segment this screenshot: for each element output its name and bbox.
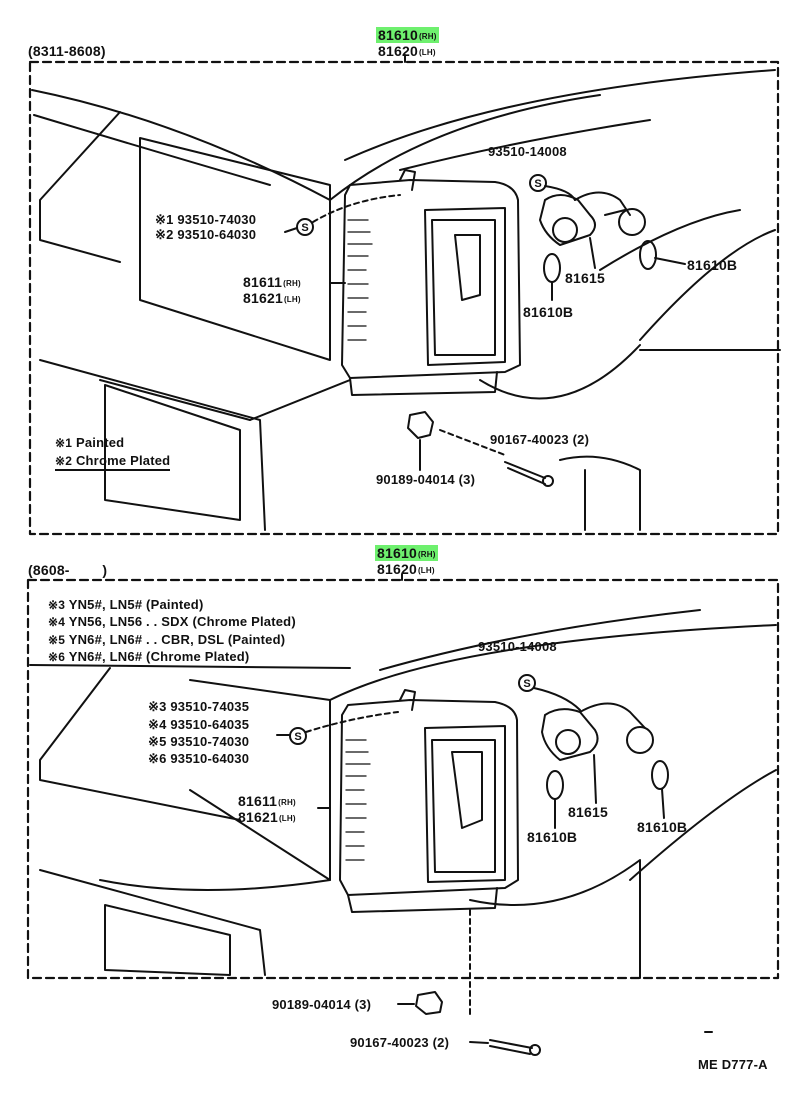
bottom-screw-alt3[interactable]: ※3 93510-74035 (148, 699, 250, 714)
bottom-lens-lh-suffix: (LH) (278, 814, 296, 823)
bottom-bulb-b-label[interactable]: 81610B (637, 819, 688, 835)
bottom-assembly-rh-suffix: (RH) (417, 550, 436, 559)
top-legend-1: ※1 Painted (55, 435, 125, 451)
bottom-bulb-a-label[interactable]: 81610B (527, 829, 578, 845)
top-date-range: (8311-8608) (28, 43, 106, 59)
top-screw-alt2[interactable]: ※2 93510-64030 (155, 227, 257, 242)
bottom-lens-rh-label[interactable]: 81611(RH) (238, 794, 296, 810)
bottom-screw-alt6[interactable]: ※6 93510-64030 (148, 751, 250, 766)
top-bulb-a-label[interactable]: 81610B (523, 304, 574, 320)
bottom-legend-5-text: YN6#, LN6# . . CBR, DSL (Painted) (68, 632, 286, 647)
top-bulb-b-label[interactable]: 81610B (687, 257, 738, 273)
bottom-legend-5: ※5 YN6#, LN6# . . CBR, DSL (Painted) (48, 632, 286, 648)
top-panel-frame (28, 60, 780, 536)
bottom-legend-4-mark: ※4 (48, 615, 66, 629)
bottom-panel-frame (26, 578, 780, 980)
bottom-lens-rh-suffix: (RH) (278, 798, 296, 807)
bottom-screw-alt5[interactable]: ※5 93510-74030 (148, 734, 250, 749)
bottom-screw-alt4[interactable]: ※4 93510-64035 (148, 717, 250, 732)
bottom-legend-6: ※6 YN6#, LN6# (Chrome Plated) (48, 649, 250, 665)
svg-text:S: S (523, 678, 530, 690)
bottom-lens-rh-number: 81611 (238, 793, 278, 809)
diagram-code: ME D777-A (698, 1057, 768, 1072)
top-screw-code[interactable]: 93510-14008 (488, 144, 567, 159)
bottom-date-range: (8608- ) (28, 562, 108, 578)
bottom-assembly-lh-label[interactable]: 81620(LH) (377, 562, 435, 578)
top-assembly-lh-label[interactable]: 81620(LH) (378, 44, 436, 60)
top-socket-label[interactable]: 81615 (565, 270, 605, 286)
top-assembly-rh-label[interactable]: 81610(RH) (376, 27, 439, 44)
top-legend-2: ※2 Chrome Plated (55, 453, 171, 471)
top-clip-label[interactable]: 90189-04014 (3) (376, 472, 476, 487)
top-legend-2-mark: ※2 (55, 454, 73, 468)
bottom-assembly-rh-label[interactable]: 81610(RH) (375, 545, 438, 562)
bottom-screw-code[interactable]: 93510-14008 (478, 639, 557, 654)
svg-text:S: S (301, 222, 308, 234)
bottom-assembly-lh-suffix: (LH) (417, 566, 435, 575)
top-lens-lh-suffix: (LH) (283, 295, 301, 304)
top-legend-2-text: Chrome Plated (75, 453, 171, 468)
top-assembly-rh-number: 81610 (378, 27, 418, 43)
top-screw-alt1[interactable]: ※1 93510-74030 (155, 212, 257, 227)
bottom-clip-label[interactable]: 90189-04014 (3) (272, 997, 372, 1012)
bottom-socket-label[interactable]: 81615 (568, 804, 608, 820)
top-assembly-lh-number: 81620 (378, 43, 418, 59)
bottom-assembly-lh-number: 81620 (377, 561, 417, 577)
top-bolt-label[interactable]: 90167-40023 (2) (490, 432, 590, 447)
bottom-legend-5-mark: ※5 (48, 633, 66, 647)
top-lens-rh-number: 81611 (243, 274, 283, 290)
top-legend-1-mark: ※1 (55, 436, 73, 450)
bottom-lens-lh-number: 81621 (238, 809, 278, 825)
top-lens-rh-suffix: (RH) (283, 279, 301, 288)
top-assembly-lh-suffix: (LH) (418, 48, 436, 57)
bottom-legend-3-text: YN5#, LN5# (Painted) (68, 597, 204, 612)
top-legend-1-text: Painted (75, 435, 125, 450)
svg-text:S: S (294, 731, 301, 743)
top-lens-lh-number: 81621 (243, 290, 283, 306)
bottom-legend-4-text: YN56, LN56 . . SDX (Chrome Plated) (68, 614, 296, 629)
bottom-legend-3-mark: ※3 (48, 598, 66, 612)
top-lens-lh-label[interactable]: 81621(LH) (243, 291, 301, 307)
bottom-lens-lh-label[interactable]: 81621(LH) (238, 810, 296, 826)
svg-text:S: S (534, 178, 541, 190)
bottom-legend-4: ※4 YN56, LN56 . . SDX (Chrome Plated) (48, 614, 296, 630)
top-assembly-rh-suffix: (RH) (418, 32, 437, 41)
bottom-bolt-label[interactable]: 90167-40023 (2) (350, 1035, 450, 1050)
top-lens-rh-label[interactable]: 81611(RH) (243, 275, 301, 291)
bottom-assembly-rh-number: 81610 (377, 545, 417, 561)
bottom-legend-3: ※3 YN5#, LN5# (Painted) (48, 597, 204, 613)
bottom-legend-6-mark: ※6 (48, 650, 66, 664)
bottom-legend-6-text: YN6#, LN6# (Chrome Plated) (68, 649, 250, 664)
